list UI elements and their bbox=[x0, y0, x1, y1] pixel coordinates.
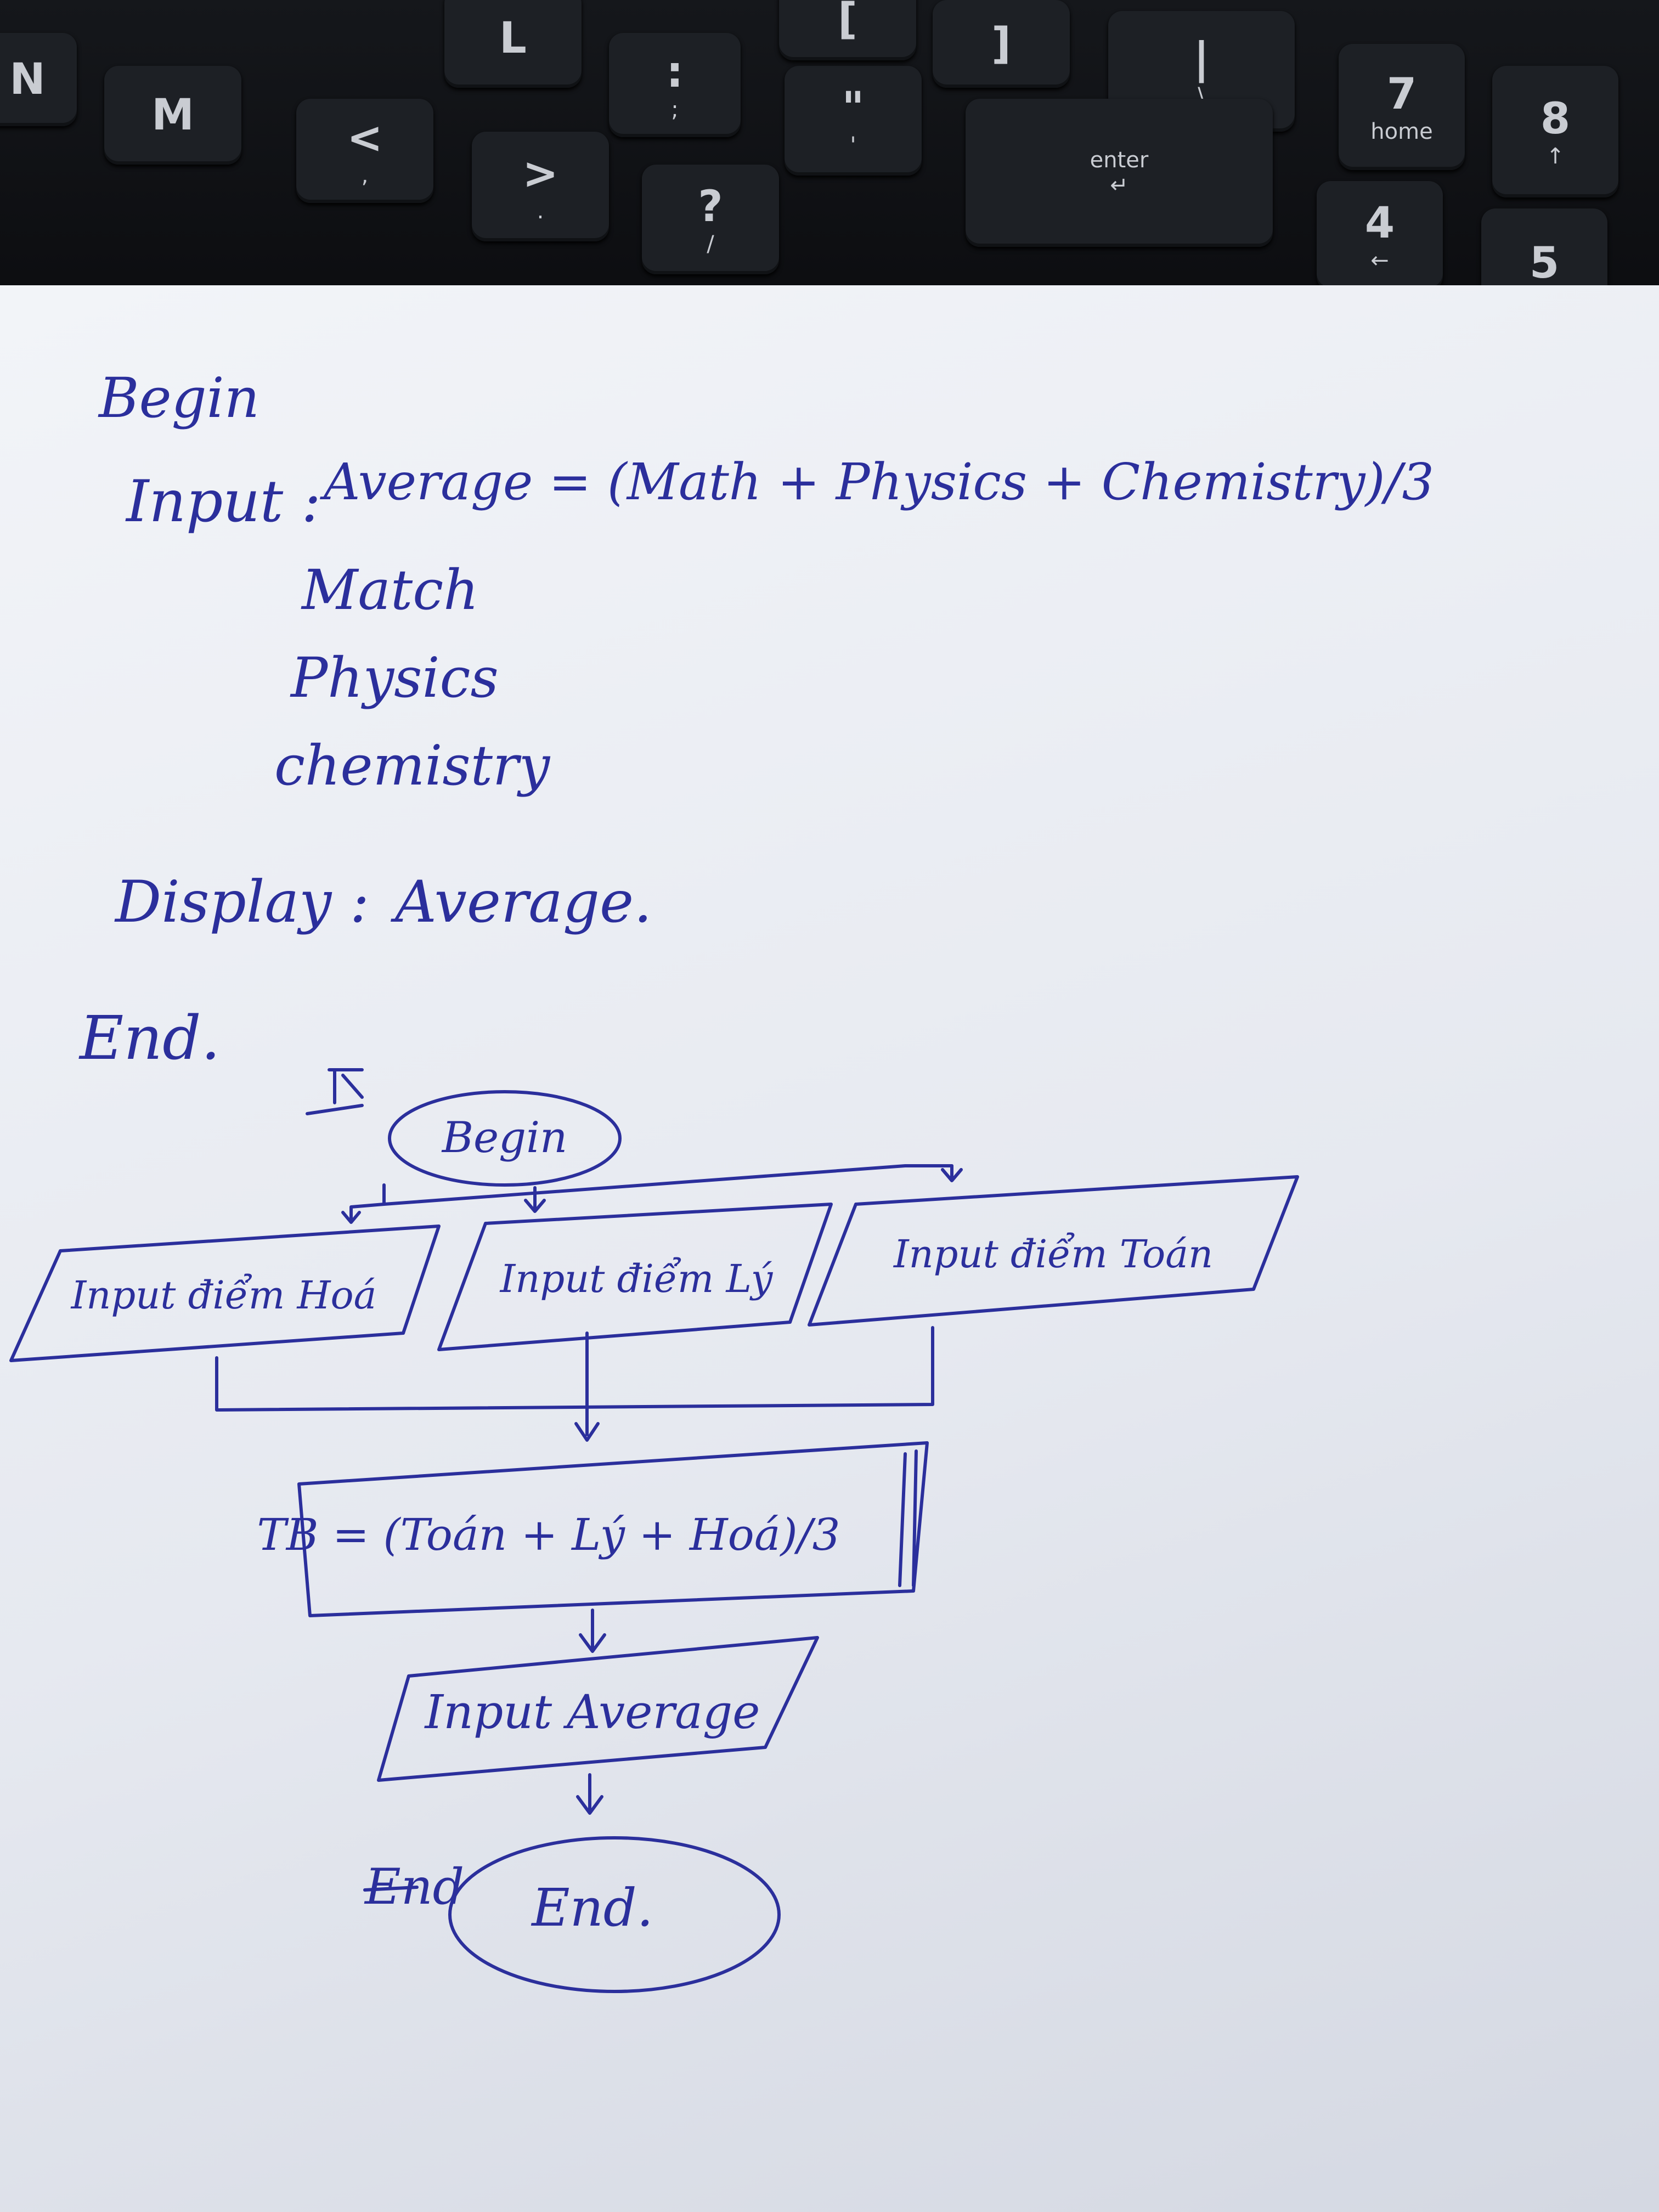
process-box-thick-edge bbox=[898, 1449, 918, 1587]
flow-input-hoa bbox=[9, 1224, 441, 1362]
paper-sheet bbox=[0, 285, 1659, 2212]
arrowhead-to-hoa bbox=[341, 1211, 361, 1224]
connector-to-hoa bbox=[349, 1203, 386, 1222]
flow-input-hoa-label: Input điểm Hoá bbox=[70, 1273, 377, 1318]
key-period: >. bbox=[472, 132, 609, 241]
flow-input-ly-label: Input điểm Lý bbox=[499, 1256, 774, 1301]
connector-merge bbox=[215, 1326, 934, 1412]
arrowhead-to-end bbox=[576, 1795, 603, 1815]
connector-begin-branch bbox=[382, 1164, 953, 1206]
flow-output-box bbox=[377, 1636, 819, 1782]
arrowhead-to-toan bbox=[941, 1168, 963, 1182]
arrowhead-to-ly bbox=[524, 1199, 546, 1213]
pseudocode-input-chemistry: chemistry bbox=[274, 733, 551, 798]
flow-process-label: TB = (Toán + Lý + Hoá)/3 bbox=[257, 1509, 840, 1560]
flow-output-label: Input Average bbox=[424, 1685, 760, 1740]
pseudocode-display-value: Average. bbox=[391, 868, 652, 935]
flow-input-toan-label: Input điểm Toán bbox=[893, 1232, 1213, 1277]
key-open-bracket: [ bbox=[779, 0, 916, 60]
key-close-bracket: ] bbox=[933, 0, 1070, 88]
key-enter: enter↵ bbox=[966, 99, 1273, 247]
pseudocode-end: End. bbox=[78, 1003, 221, 1073]
flow-end-oval bbox=[448, 1836, 781, 1993]
pseudocode-input-physics: Physics bbox=[290, 646, 499, 710]
key-l: L bbox=[444, 0, 582, 88]
scribble-mark bbox=[306, 1068, 364, 1115]
key-comma: <, bbox=[296, 99, 433, 203]
strikethrough-mark bbox=[363, 1886, 419, 1892]
flow-begin-oval bbox=[388, 1090, 622, 1187]
key-slash: ?/ bbox=[642, 165, 779, 274]
arrowhead-to-process bbox=[574, 1422, 600, 1442]
flow-process-box bbox=[297, 1441, 929, 1617]
key-n: N bbox=[0, 33, 77, 126]
pseudocode-display-label: Display : bbox=[114, 868, 369, 935]
flow-input-toan bbox=[808, 1175, 1299, 1327]
pseudocode-input-label: Input : bbox=[125, 468, 321, 535]
flow-begin-label: Begin bbox=[441, 1113, 568, 1163]
key-quote: "' bbox=[785, 66, 922, 176]
flow-end-label: End. bbox=[531, 1878, 653, 1938]
arrowhead-to-output bbox=[579, 1633, 606, 1653]
pseudocode-begin: Begin bbox=[98, 366, 259, 430]
key-numpad-4: 4← bbox=[1317, 181, 1443, 291]
flow-input-ly bbox=[437, 1203, 833, 1351]
key-m: M bbox=[104, 66, 241, 165]
key-numpad-8: 8↑ bbox=[1492, 66, 1618, 198]
pseudocode-formula: Average = (Math + Physics + Chemistry)/3 bbox=[319, 453, 1434, 511]
key-semicolon: :; bbox=[609, 33, 741, 137]
pseudocode-input-math: Match bbox=[301, 558, 479, 622]
